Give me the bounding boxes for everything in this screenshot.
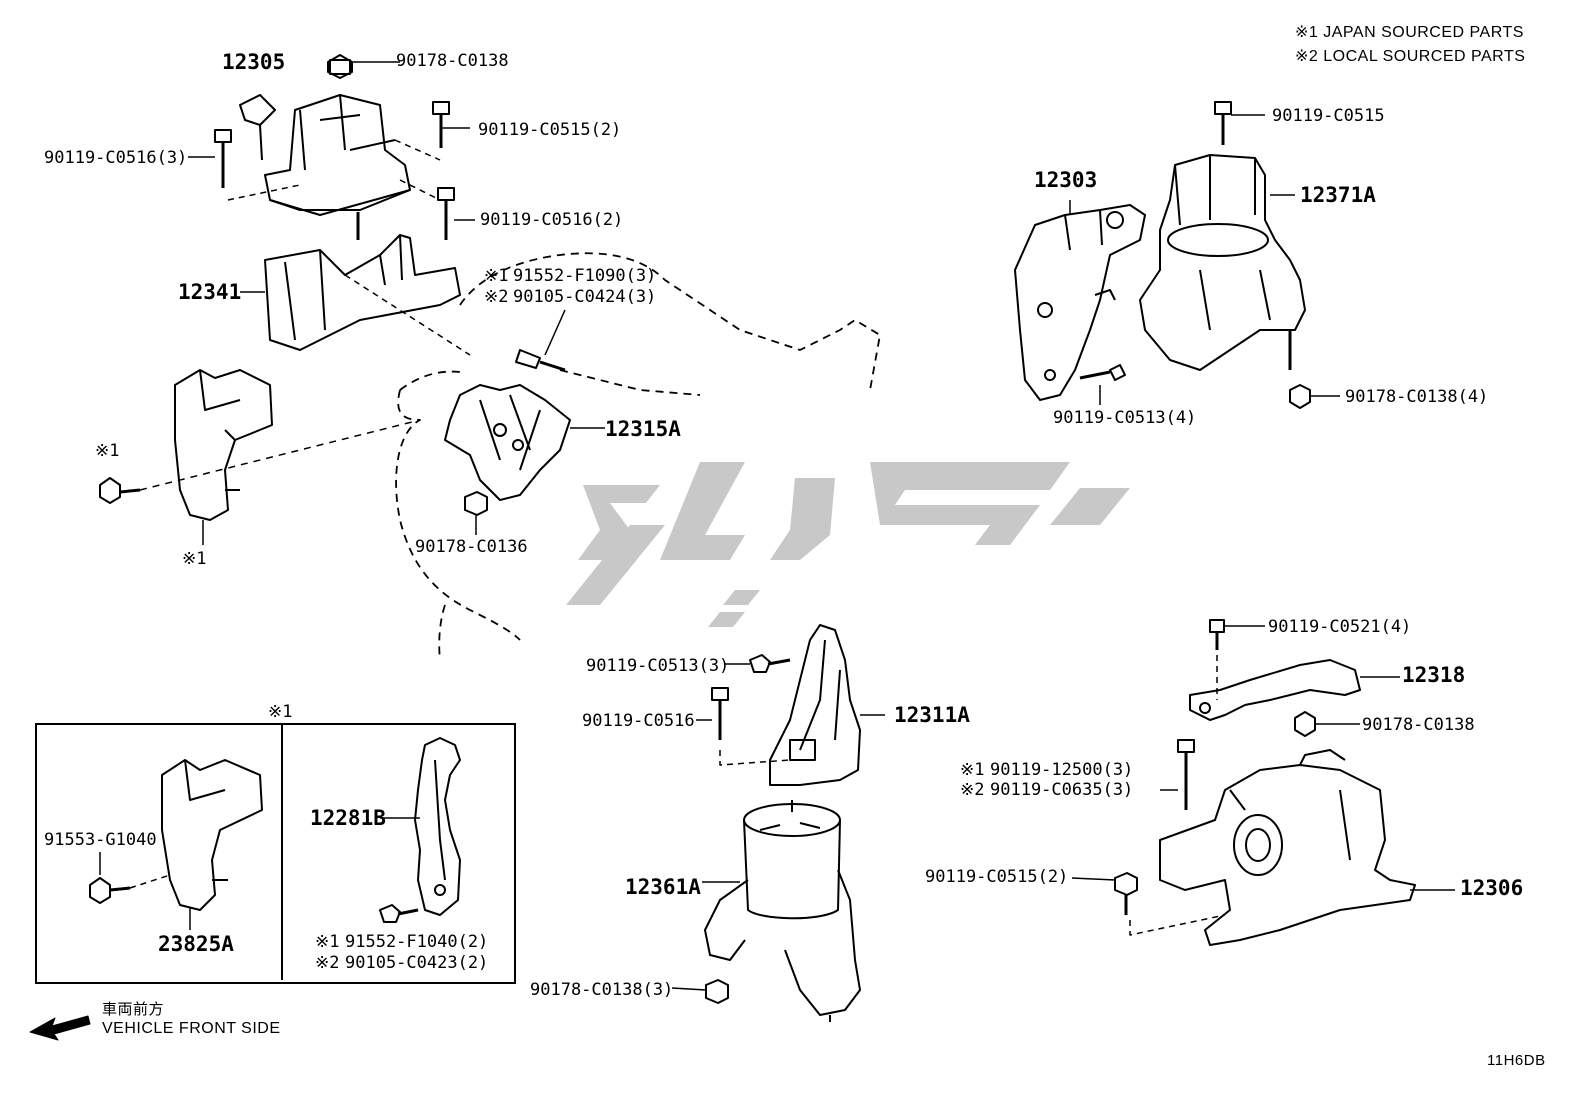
part-label-90119-c0516-3: 90119-C0516(3): [44, 148, 188, 168]
part-label-90119-c0515-2-top: 90119-C0515(2): [478, 120, 622, 140]
part-label-12318: 12318: [1402, 663, 1466, 687]
mount-12361a-drawing: [671, 800, 861, 1022]
inset-box: [35, 723, 516, 984]
mark-2-a: ※2: [484, 287, 509, 307]
part-label-90119-c0521-4: 90119-C0521(4): [1268, 617, 1412, 637]
part-label-90119-c0513-4: 90119-C0513(4): [1053, 408, 1197, 428]
part-label-90119-c0515-2-bottom: 90119-C0515(2): [925, 867, 1069, 887]
mark-2-c: ※2: [960, 780, 985, 800]
part-label-90178-c0138-4: 90178-C0138(4): [1345, 387, 1489, 407]
mount-12306-drawing: [1071, 711, 1455, 946]
part-label-12341: 12341: [178, 280, 242, 304]
mark-1-bracket: ※1: [182, 549, 207, 569]
legend-local-sourced: ※2 LOCAL SOURCED PARTS: [1295, 48, 1526, 65]
bracket-12341-drawing: [240, 234, 471, 356]
part-label-12303: 12303: [1034, 168, 1098, 192]
part-label-90119-12500: 90119-12500(3): [990, 760, 1134, 780]
mount-12305-drawing: [188, 54, 475, 240]
part-label-90105-c0423: 90105-C0423(2): [345, 953, 489, 973]
front-side-label-jp: 車両前方: [102, 1000, 165, 1018]
bracket-12318-drawing: [1189, 619, 1400, 721]
bracket-12311a-drawing: [696, 624, 885, 786]
bracket-mark1-drawing: [99, 369, 421, 545]
part-label-90178-c0138-3: 90178-C0138(3): [530, 980, 674, 1000]
bracket-12371a-drawing: [1139, 101, 1340, 409]
part-label-91552-f1040: 91552-F1040(2): [345, 932, 489, 952]
bracket-23825a-drawing: [89, 759, 263, 930]
part-label-23825a: 23825A: [158, 932, 234, 956]
part-label-90119-c0635: 90119-C0635(3): [990, 780, 1134, 800]
part-label-90105-c0424: 90105-C0424(3): [513, 287, 657, 307]
part-label-90178-c0136: 90178-C0136: [415, 537, 528, 557]
legend-japan-sourced: ※1 JAPAN SOURCED PARTS: [1295, 24, 1524, 41]
part-label-91552-f1090: 91552-F1090(3): [513, 266, 657, 286]
mark-1-bolt: ※1: [95, 441, 120, 461]
watermark-logo: [566, 462, 1130, 627]
part-label-90119-c0516-2: 90119-C0516(2): [480, 210, 624, 230]
part-label-90119-c0513-3: 90119-C0513(3): [586, 656, 730, 676]
part-label-12361a: 12361A: [625, 875, 701, 899]
front-direction-arrow: [29, 1015, 91, 1041]
part-label-12306: 12306: [1460, 876, 1524, 900]
part-label-12315a: 12315A: [605, 417, 681, 441]
mark-1-inset: ※1: [268, 702, 293, 722]
part-label-90178-c0138-top: 90178-C0138: [396, 51, 509, 71]
bracket-12303-drawing: [1014, 200, 1146, 405]
bracket-12315a-drawing: [444, 309, 605, 535]
diagram-code: 11H6DB: [1487, 1052, 1546, 1069]
part-label-90119-c0516: 90119-C0516: [582, 711, 695, 731]
bracket-12281b-drawing: [379, 737, 461, 923]
mark-2-b: ※2: [315, 953, 340, 973]
part-label-91553-g1040: 91553-G1040: [44, 830, 157, 850]
part-label-12371a: 12371A: [1300, 183, 1376, 207]
mark-1-a: ※1: [484, 266, 509, 286]
part-label-90178-c0138-mid: 90178-C0138: [1362, 715, 1475, 735]
part-label-12311a: 12311A: [894, 703, 970, 727]
part-label-90119-c0515-right: 90119-C0515: [1272, 106, 1385, 126]
front-side-label-en: VEHICLE FRONT SIDE: [102, 1020, 281, 1037]
mark-1-b: ※1: [315, 932, 340, 952]
mark-1-c: ※1: [960, 760, 985, 780]
part-label-12281b: 12281B: [310, 806, 386, 830]
engine-outline: [395, 252, 881, 661]
part-label-12305: 12305: [222, 50, 286, 74]
